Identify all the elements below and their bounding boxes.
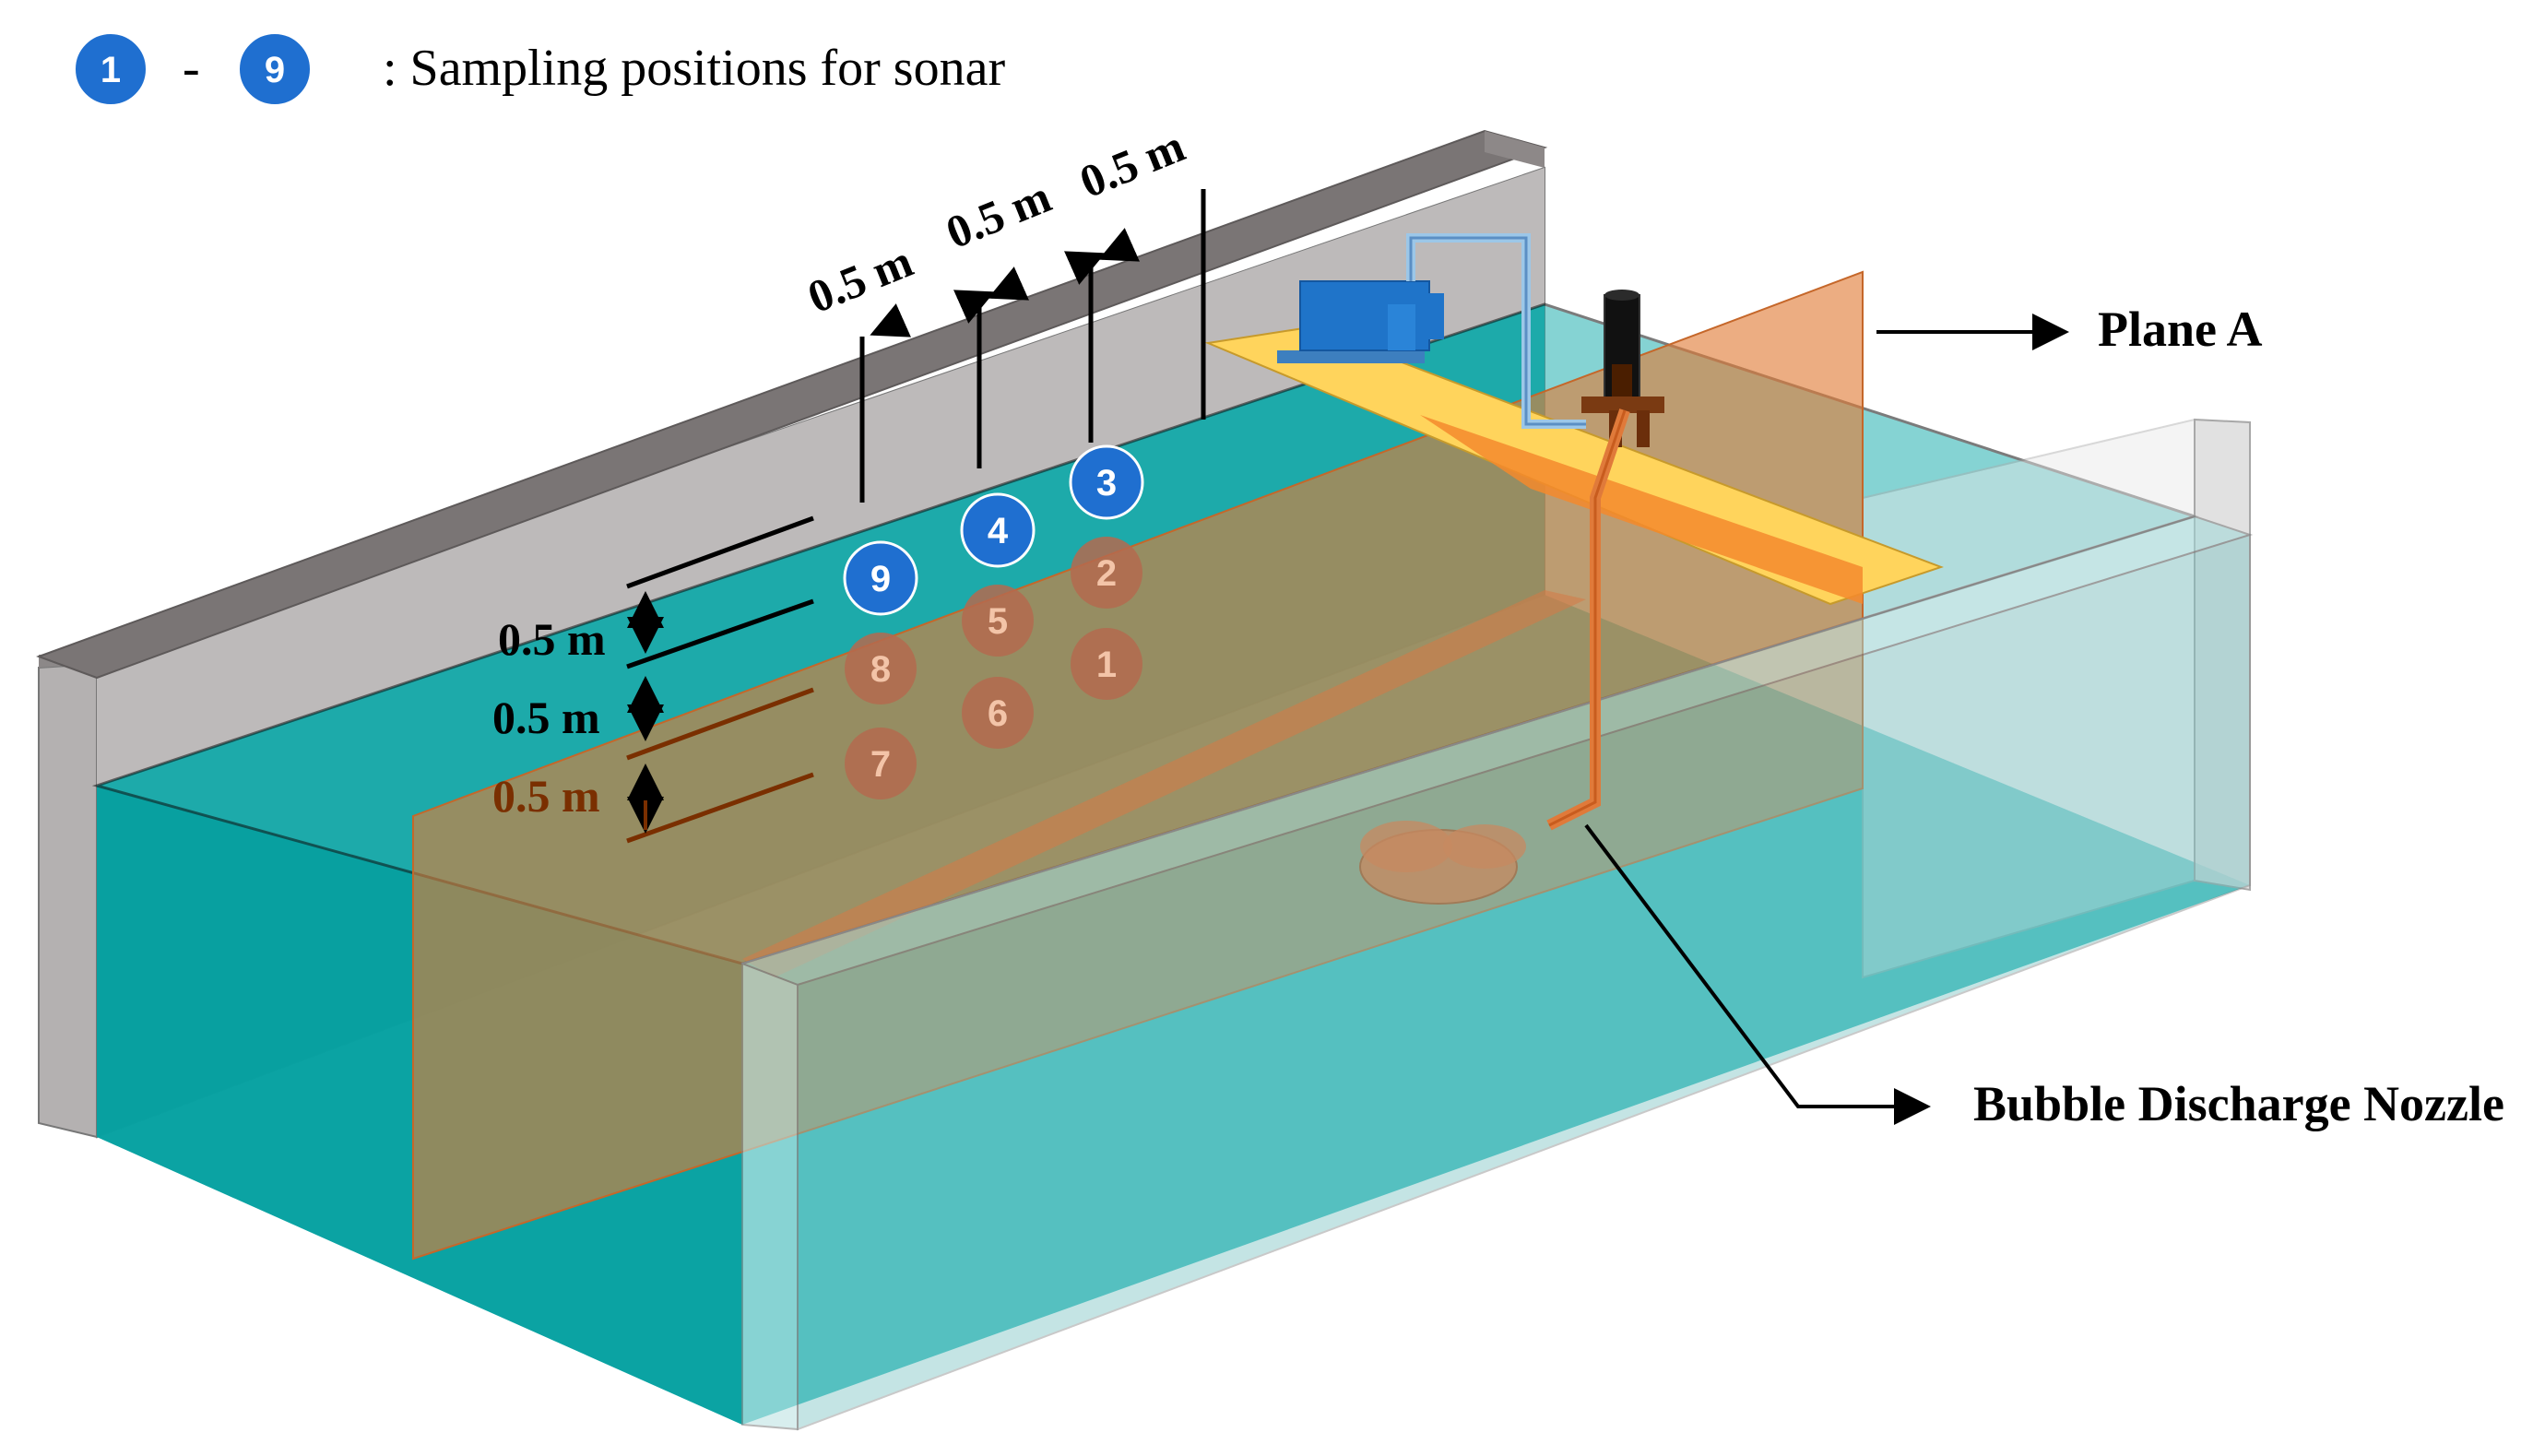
svg-text:4: 4 bbox=[988, 511, 1009, 551]
front-glass-wall bbox=[739, 515, 2254, 1431]
svg-text:2: 2 bbox=[1096, 553, 1117, 594]
legend-start-marker bbox=[72, 30, 149, 108]
dim-horizontal-3: 0.5 m bbox=[1072, 120, 1191, 208]
left-end-wall bbox=[38, 653, 98, 1139]
legend-end-marker bbox=[236, 30, 314, 108]
dim-vertical-2: 0.5 m bbox=[492, 692, 600, 743]
svg-text:8: 8 bbox=[870, 649, 891, 690]
bubble-cloud bbox=[1359, 821, 1526, 905]
svg-text:3: 3 bbox=[1096, 463, 1117, 503]
sampling-point-5: 5 bbox=[962, 585, 1034, 657]
svg-text:6: 6 bbox=[988, 693, 1008, 734]
dim-horizontal-1: 0.5 m bbox=[800, 235, 919, 324]
plane-a-label: Plane A bbox=[2098, 302, 2263, 357]
sampling-point-3: 3 bbox=[1069, 444, 1144, 520]
svg-text:1: 1 bbox=[101, 50, 121, 90]
svg-text:5: 5 bbox=[988, 601, 1008, 642]
svg-text:9: 9 bbox=[265, 50, 285, 90]
sampling-point-7: 7 bbox=[845, 728, 917, 799]
legend-text: : Sampling positions for sonar bbox=[383, 40, 1005, 97]
dim-horizontal-2: 0.5 m bbox=[939, 171, 1058, 259]
legend: 1 - 9 : Sampling positions for sonar bbox=[72, 30, 1005, 108]
dim-vertical-3: 0.5 m bbox=[492, 770, 600, 822]
nozzle-label: Bubble Discharge Nozzle bbox=[1973, 1076, 2504, 1131]
pump-assembly bbox=[1277, 233, 1586, 429]
sampling-point-4: 4 bbox=[960, 492, 1036, 568]
sampling-point-2: 2 bbox=[1071, 537, 1142, 609]
svg-text:7: 7 bbox=[870, 744, 891, 785]
svg-text:1: 1 bbox=[1096, 645, 1117, 685]
sampling-point-9: 9 bbox=[843, 540, 918, 616]
measurement-lines bbox=[626, 189, 1206, 844]
sampling-point-1: 1 bbox=[1071, 628, 1142, 700]
nozzle-assembly bbox=[1546, 290, 1664, 831]
svg-text:9: 9 bbox=[870, 559, 891, 599]
sampling-points: 3 4 9 2 5 1 8 6 bbox=[843, 444, 1144, 799]
dim-vertical-1: 0.5 m bbox=[498, 613, 606, 665]
legend-separator: - bbox=[183, 40, 200, 97]
callout-leaders bbox=[1584, 314, 2069, 1125]
platform bbox=[1204, 326, 1944, 606]
sampling-point-6: 6 bbox=[962, 677, 1034, 749]
sampling-point-8: 8 bbox=[845, 633, 917, 704]
